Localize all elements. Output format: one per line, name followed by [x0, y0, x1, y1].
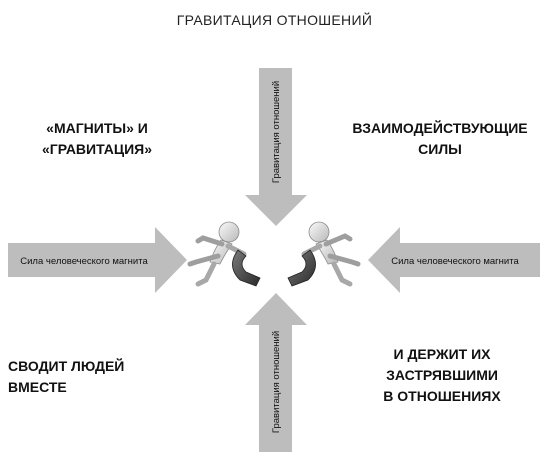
label-keeps-them-stuck: И ДЕРЖИТ ИХ ЗАСТРЯВШИМИ В ОТНОШЕНИЯХ: [342, 344, 542, 407]
label-keeps-them-stuck-line2: В ОТНОШЕНИЯХ: [383, 388, 501, 404]
label-keeps-them-stuck-line1: И ДЕРЖИТ ИХ ЗАСТРЯВШИМИ: [386, 346, 498, 383]
label-brings-people-together: СВОДИТ ЛЮДЕЙ ВМЕСТЕ: [8, 358, 125, 395]
label-interacting-forces: ВЗАИМОДЕЙСТВУЮЩИЕ СИЛЫ: [352, 120, 528, 157]
top-arrow-label: Гравитация отношений: [271, 81, 282, 183]
bottom-arrow-label: Гравитация отношений: [271, 331, 282, 433]
magnet-left-icon: [232, 249, 261, 287]
diagram-title: ГРАВИТАЦИЯ ОТНОШЕНИЙ: [176, 12, 373, 28]
right-arrow-label: Сила человеческого магнита: [391, 256, 519, 267]
left-arrow-label: Сила человеческого магнита: [20, 256, 148, 267]
label-magnets-gravitation: «МАГНИТЫ» И «ГРАВИТАЦИЯ»: [41, 120, 153, 157]
right-arrow: Сила человеческого магнита: [368, 227, 540, 293]
human-figure-left-icon: [187, 221, 247, 287]
top-arrow: Гравитация отношений: [245, 68, 307, 226]
left-arrow: Сила человеческого магнита: [8, 227, 187, 293]
magnet-right-icon: [287, 249, 316, 287]
bottom-arrow: Гравитация отношений: [245, 293, 307, 452]
